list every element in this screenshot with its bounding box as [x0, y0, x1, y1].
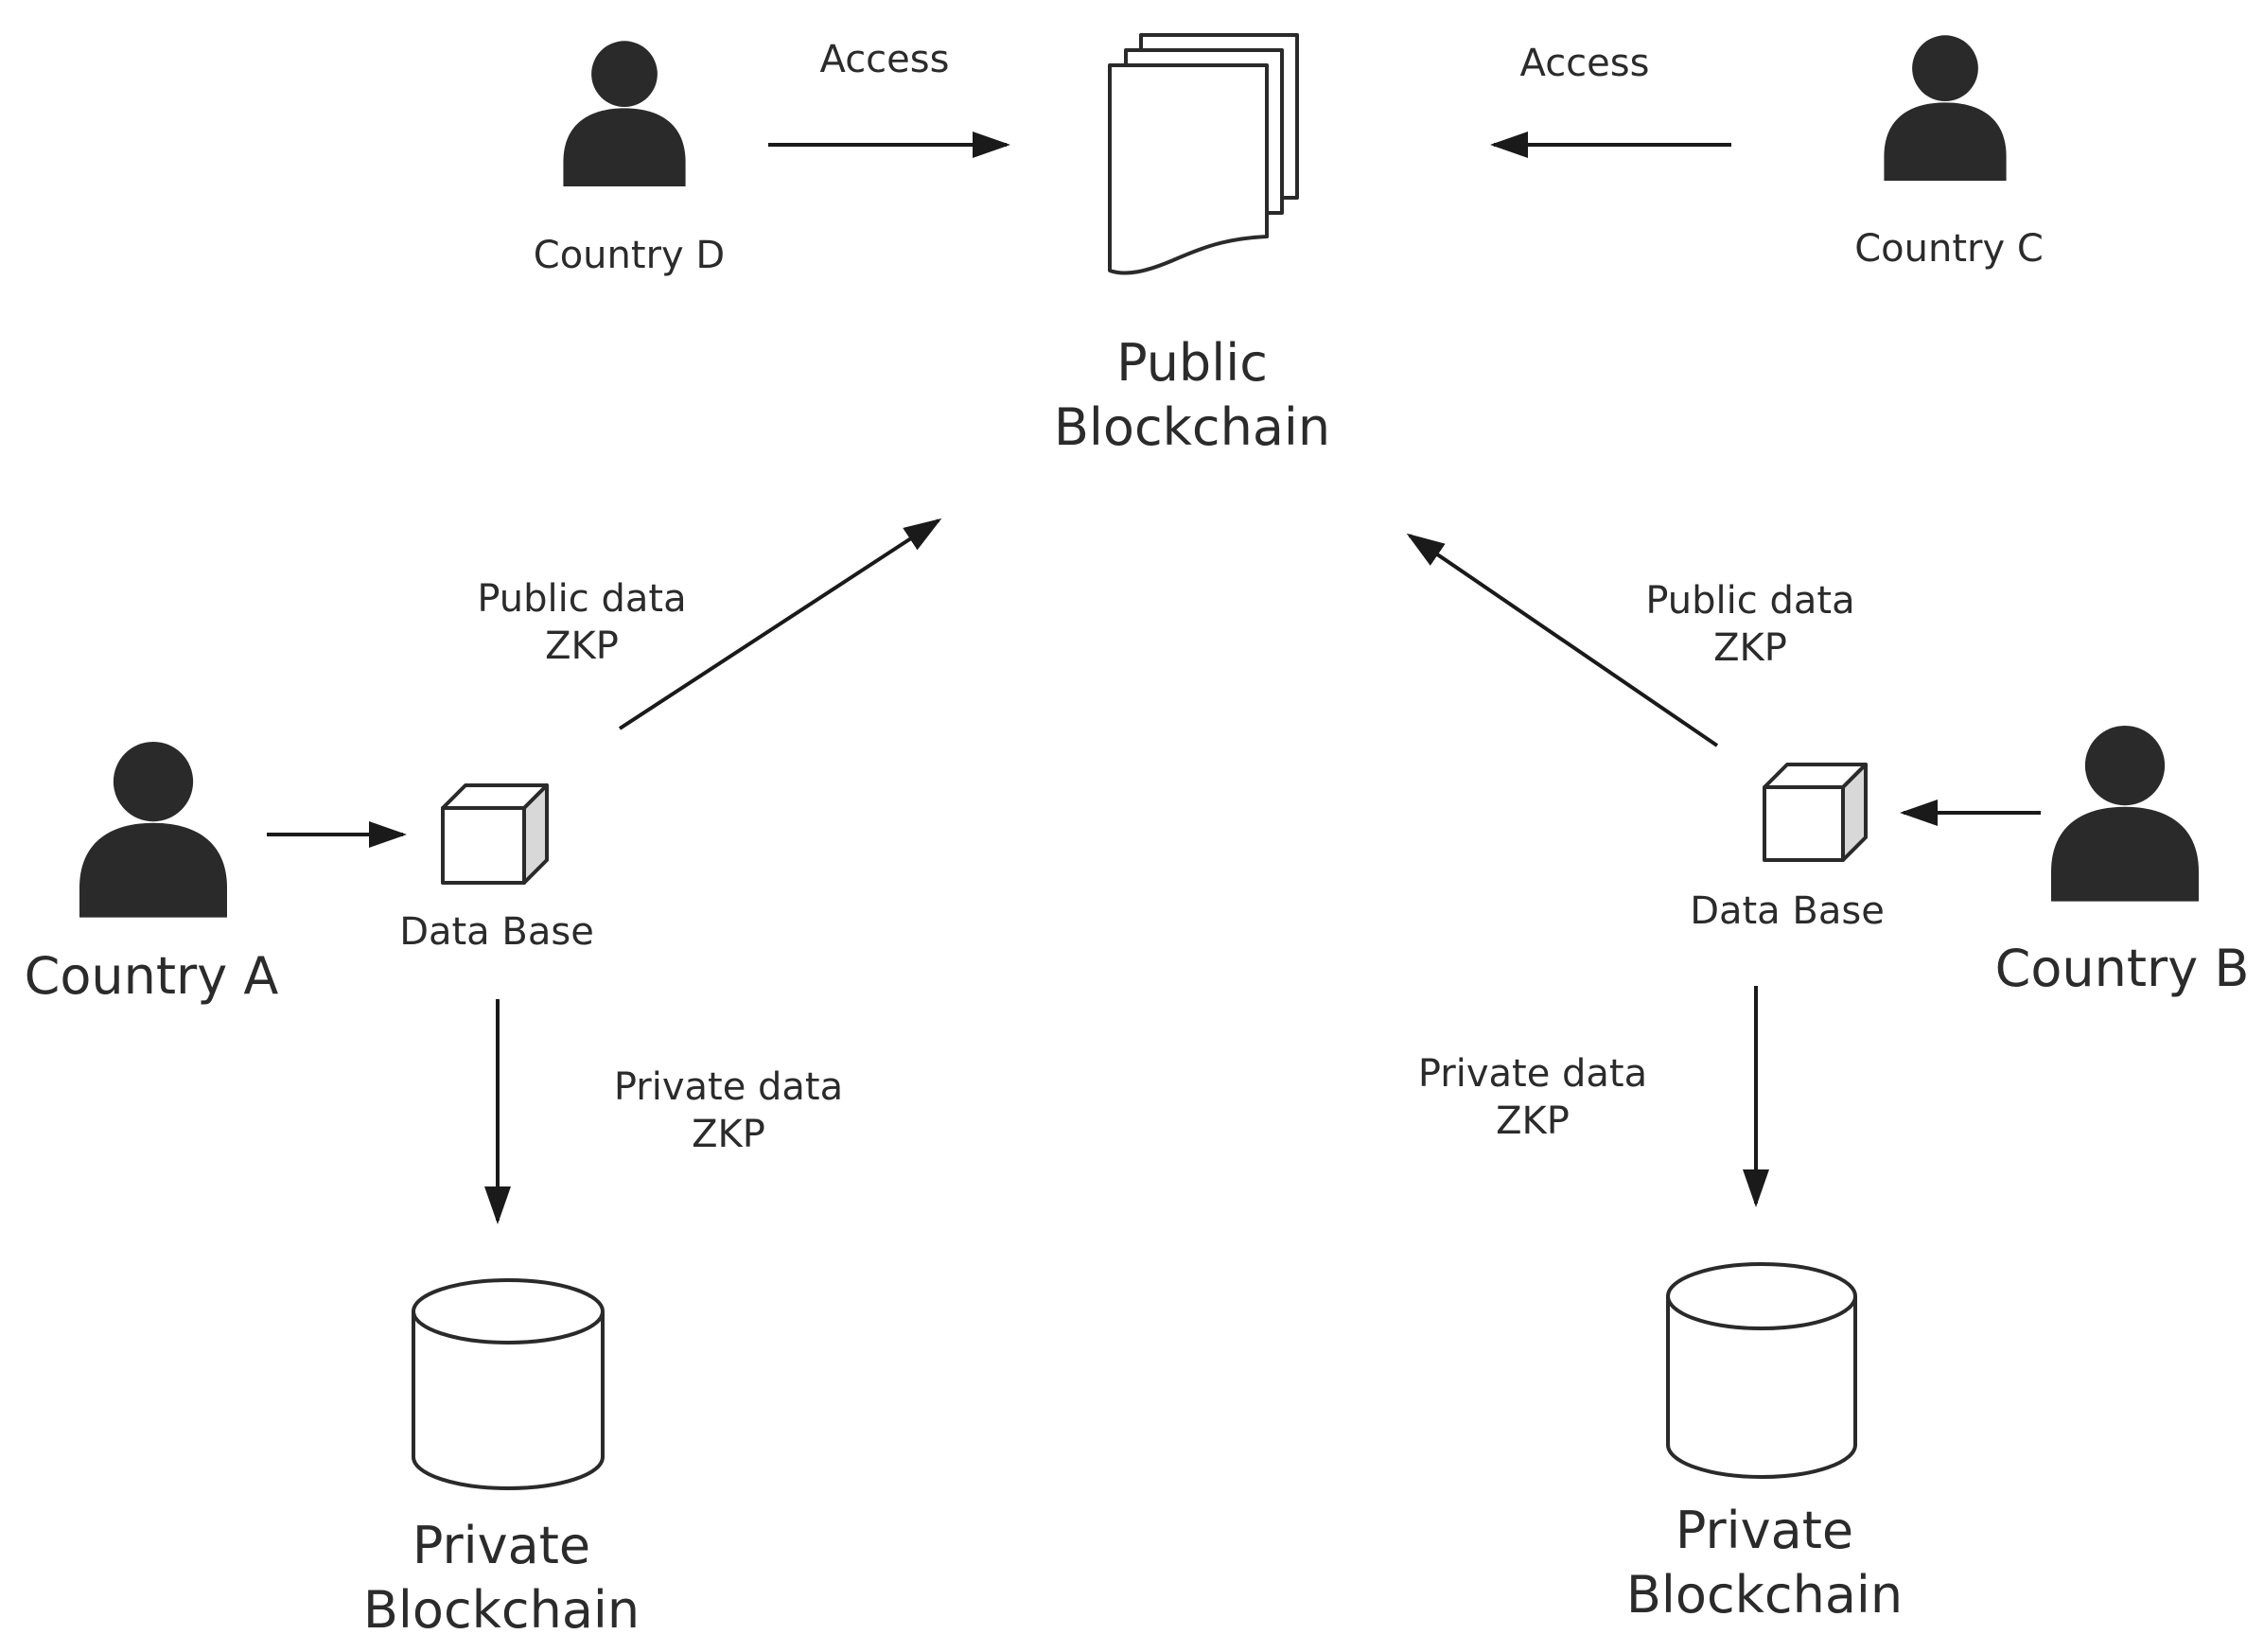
private-blockchain-b-label: Private Blockchain — [1625, 1501, 1904, 1625]
country-c-person-icon — [1884, 35, 2007, 181]
database-b-label: Data Base — [1690, 889, 1885, 933]
country-d-label: Country D — [533, 234, 726, 277]
country-a-label: Country A — [24, 946, 279, 1006]
country-a-person-icon — [79, 741, 227, 918]
access-label-d: Access — [819, 38, 950, 81]
public-blockchain-line2: Blockchain — [1053, 396, 1331, 457]
public-data-b-arrow — [1406, 533, 1719, 747]
country-b-person-icon — [2051, 725, 2199, 902]
public-blockchain-icon — [1108, 33, 1299, 275]
public-data-a-arrow — [618, 518, 942, 730]
database-b-cube-icon — [1763, 763, 1868, 862]
public-data-b-label: Public data ZKP — [1645, 579, 1855, 670]
public-blockchain-label: Public Blockchain — [1031, 331, 1353, 459]
private-blockchain-b-cylinder-icon — [1666, 1262, 1857, 1479]
country-d-person-icon — [563, 41, 686, 186]
database-a-label: Data Base — [399, 910, 594, 954]
database-a-cube-icon — [441, 783, 549, 885]
country-b-label: Country B — [1994, 939, 2250, 998]
private-data-b-label: Private data ZKP — [1417, 1052, 1648, 1143]
private-data-a-label: Private data ZKP — [613, 1065, 844, 1156]
country-c-label: Country C — [1854, 227, 2044, 271]
access-label-c: Access — [1519, 42, 1650, 85]
private-blockchain-a-label: Private Blockchain — [362, 1516, 641, 1640]
public-data-a-label: Public data ZKP — [477, 577, 687, 668]
private-blockchain-a-cylinder-icon — [412, 1278, 605, 1490]
public-blockchain-line1: Public — [1116, 333, 1268, 393]
